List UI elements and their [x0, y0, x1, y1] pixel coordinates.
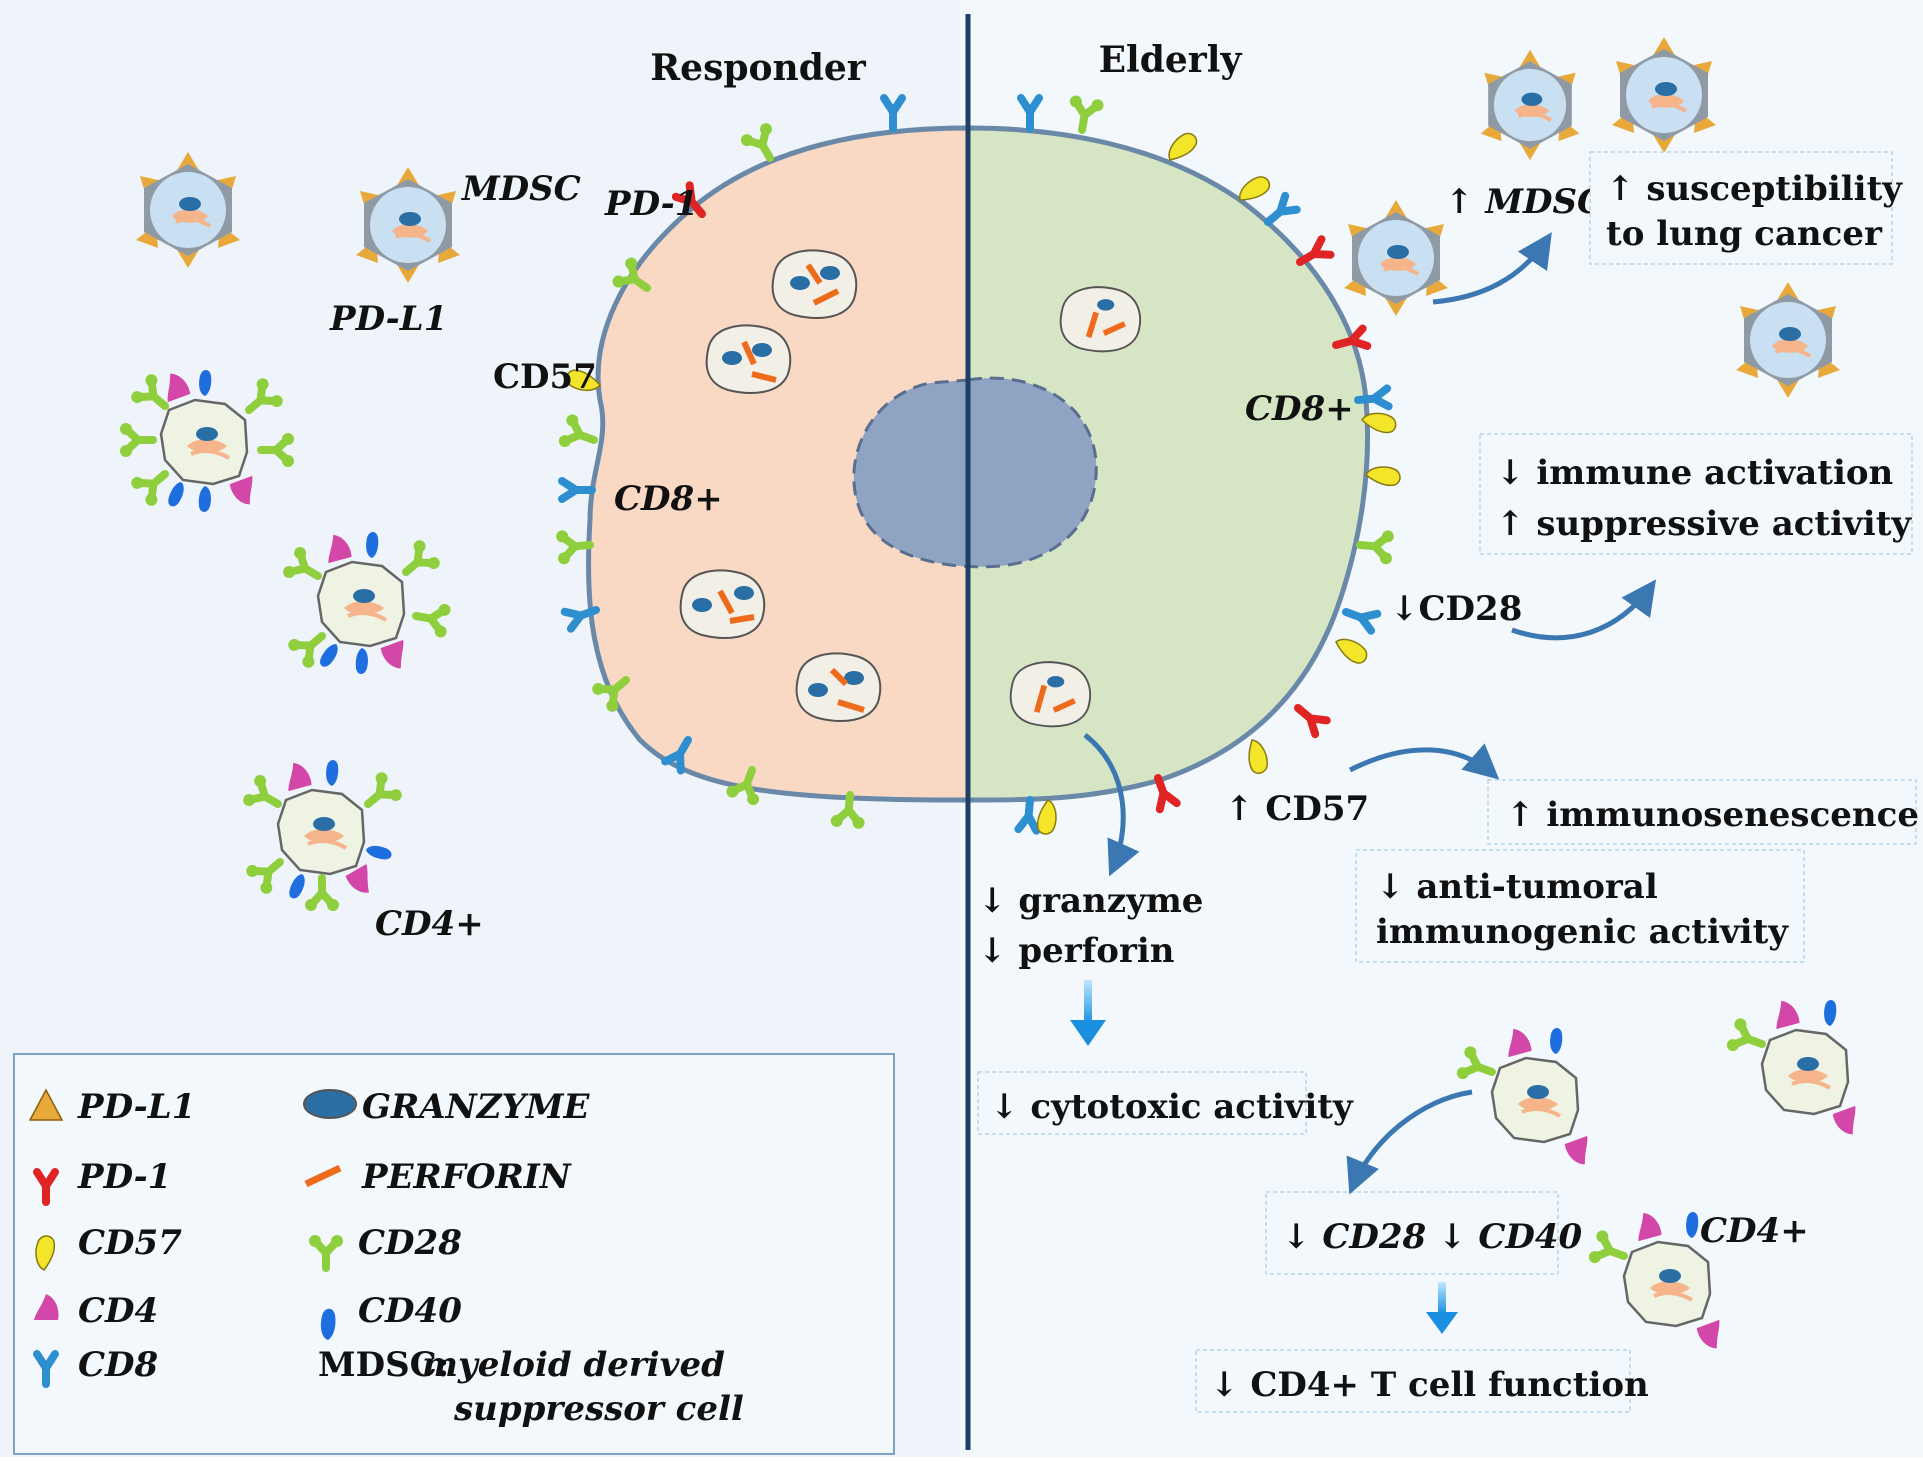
pdl1-label: PD-L1	[329, 299, 447, 339]
legend-cd57-label: CD57	[78, 1223, 182, 1263]
legend-mdsc-line-1: myeloid derived	[422, 1345, 725, 1385]
cd57-increase-label: ↑ CD57	[1225, 789, 1369, 829]
legend-mdsc-abbrev: MDSC:	[318, 1345, 449, 1385]
legend-perforin-label: PERFORIN	[361, 1157, 573, 1197]
responder-title: Responder	[650, 47, 867, 89]
legend: PD-L1 PD-1 CD57 CD4 CD8 GRANZYME PERFORI…	[13, 1053, 895, 1455]
cd4-function-box: ↓ CD4+ T cell function	[1195, 1349, 1649, 1413]
perforin-decrease: ↓ perforin	[978, 931, 1175, 971]
granule-vesicle	[795, 652, 882, 722]
cd4-function-text: ↓ CD4+ T cell function	[1210, 1365, 1649, 1405]
antitumoral-box: ↓ anti-tumoral immunogenic activity	[1355, 849, 1805, 963]
granzyme-decrease: ↓ granzyme	[978, 881, 1203, 921]
legend-pdl1-label: PD-L1	[77, 1087, 195, 1127]
antitumor-line-2: immunogenic activity	[1376, 912, 1789, 952]
senescence-text: ↑ immunosenescence	[1506, 795, 1919, 835]
immune-activation-box: ↓ immune activation ↑ suppressive activi…	[1479, 433, 1913, 555]
legend-pdl1-icon	[28, 1088, 64, 1121]
mdsc-label: MDSC	[461, 169, 581, 209]
immune-line-1: ↓ immune activation	[1496, 453, 1893, 493]
legend-granzyme-label: GRANZYME	[362, 1087, 590, 1127]
cytotoxic-text: ↓ cytotoxic activity	[990, 1087, 1354, 1127]
cytotoxic-box: ↓ cytotoxic activity	[977, 1071, 1354, 1135]
immune-line-2: ↑ suppressive activity	[1496, 504, 1912, 544]
cd4-label-right: CD4+	[1700, 1211, 1809, 1251]
cd28-cd40-box: ↓ CD28 ↓ CD40	[1265, 1191, 1583, 1275]
responder-cd8-cell	[585, 125, 971, 803]
legend-cd28-label: CD28	[358, 1223, 462, 1263]
legend-pd1-label: PD-1	[77, 1157, 171, 1197]
arrow-mdsc-to-lung	[1432, 232, 1552, 305]
lung-susceptibility-box: ↑ susceptibility to lung cancer	[1589, 151, 1903, 265]
legend-cd8-label: CD8	[78, 1345, 158, 1385]
immunosenescence-box: ↑ immunosenescence	[1487, 779, 1919, 845]
down-arrow	[1070, 980, 1106, 1046]
lung-line-2: to lung cancer	[1606, 214, 1883, 254]
mdsc-increase-label: ↑ MDSC	[1445, 182, 1604, 222]
cell-nucleus	[852, 376, 1098, 569]
legend-mdsc-line-2: suppressor cell	[453, 1389, 744, 1429]
granule-vesicle	[771, 249, 858, 319]
cd4-label-left: CD4+	[375, 904, 484, 944]
lung-line-1: ↑ susceptibility	[1606, 169, 1903, 209]
cd28-decrease-label: ↓CD28	[1390, 589, 1522, 629]
cd8-label-left: CD8+	[614, 479, 723, 519]
granule-vesicle	[1059, 286, 1142, 353]
legend-perforin-icon	[304, 1164, 342, 1188]
arrow-granule-to-granzyme	[1083, 733, 1140, 877]
legend-cd4-label: CD4	[78, 1291, 158, 1331]
cd8-label-right: CD8+	[1245, 389, 1354, 429]
granule-vesicle	[1009, 661, 1092, 728]
granule-vesicle	[679, 569, 766, 639]
arrow-cd28-to-immune	[1511, 579, 1657, 641]
antitumor-line-1: ↓ anti-tumoral	[1376, 867, 1658, 907]
elderly-cd8-cell	[965, 125, 1371, 803]
legend-cd40-label: CD40	[358, 1291, 462, 1331]
arrow-cd57-to-senescence	[1348, 743, 1500, 780]
legend-granzyme-icon	[303, 1089, 357, 1119]
cd28-cd40-text: ↓ CD28 ↓ CD40	[1282, 1217, 1583, 1257]
granule-vesicle	[705, 324, 792, 394]
elderly-title: Elderly	[1099, 39, 1243, 81]
arrow-cd4-to-cd28cd40	[1346, 1089, 1473, 1195]
down-arrow	[1426, 1282, 1458, 1334]
pd1-label: PD-1	[604, 184, 698, 224]
cd57-label: CD57	[493, 357, 597, 397]
